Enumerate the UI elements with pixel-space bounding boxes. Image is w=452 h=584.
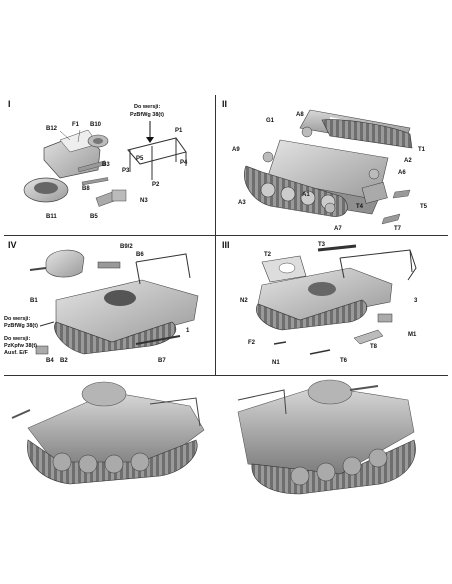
part-label: B11	[46, 214, 57, 220]
part-label: 3	[414, 298, 418, 304]
part-label: F1	[72, 122, 80, 128]
section-1-note-line-2: PzBfWg 38(t)	[130, 112, 164, 118]
part-label: B1	[30, 298, 38, 304]
section-1-numeral: I	[8, 99, 11, 109]
part-label: A2	[404, 158, 412, 164]
part-label: P2	[152, 182, 160, 188]
part-label: T5	[420, 204, 428, 210]
part-label: N2	[240, 298, 248, 304]
part-label: B2	[60, 358, 68, 364]
section-4-note-b-line-3: Ausf. E/F	[4, 350, 28, 356]
part-label: M1	[408, 332, 417, 338]
part-label: F2	[248, 340, 256, 346]
part-label: B3	[102, 162, 110, 168]
section-4-note-a-line-1: Do wersji:	[4, 316, 31, 322]
section-3-parts	[256, 244, 417, 355]
bottom-divider	[4, 375, 448, 376]
section-4-note-a-line-2: PzBfWg 38(t)	[4, 323, 38, 329]
part-label: A9	[232, 147, 240, 153]
part-label: A1	[302, 192, 310, 198]
part-label: B8	[82, 186, 90, 192]
part-label: N1	[272, 360, 280, 366]
section-4-numeral: IV	[8, 240, 17, 250]
section-3-numeral: III	[222, 240, 230, 250]
part-label: P4	[180, 160, 188, 166]
part-label: P1	[175, 128, 183, 134]
section-4-note-b-line-1: Do wersji:	[4, 336, 31, 342]
section-2-numeral: II	[222, 99, 228, 109]
part-label: A6	[398, 170, 406, 176]
part-label: B12	[46, 126, 58, 132]
part-label: T7	[394, 226, 402, 232]
part-label: A8	[296, 112, 304, 118]
part-label: B5	[90, 214, 98, 220]
section-1-note-line-1: Do wersji:	[134, 104, 161, 110]
part-label: B10	[90, 122, 102, 128]
part-label: P3	[122, 168, 130, 174]
part-label: T6	[340, 358, 348, 364]
part-label: B9/2	[120, 244, 133, 250]
part-label: A7	[334, 226, 342, 232]
vertical-divider	[215, 95, 216, 375]
model-render-left	[11, 381, 205, 485]
horizontal-divider	[4, 235, 448, 236]
part-label: G1	[266, 118, 275, 124]
part-label: A3	[238, 200, 246, 206]
part-label: B7	[158, 358, 166, 364]
part-label: T4	[356, 204, 364, 210]
section-4-note-b-line-2: PzKpfw 38(t)	[4, 343, 37, 349]
model-render-right	[237, 379, 416, 495]
part-label: B4	[46, 358, 54, 364]
part-label: T3	[318, 242, 326, 248]
part-label: 1	[186, 328, 190, 334]
part-label: T2	[264, 252, 272, 258]
section-1-parts	[23, 121, 187, 207]
part-label: P5	[136, 156, 144, 162]
part-label: N3	[140, 198, 148, 204]
section-2-parts	[244, 109, 413, 225]
part-label: T8	[370, 344, 378, 350]
section-4-parts	[29, 249, 199, 355]
part-label: B6	[136, 252, 144, 258]
part-label: T1	[418, 147, 426, 153]
